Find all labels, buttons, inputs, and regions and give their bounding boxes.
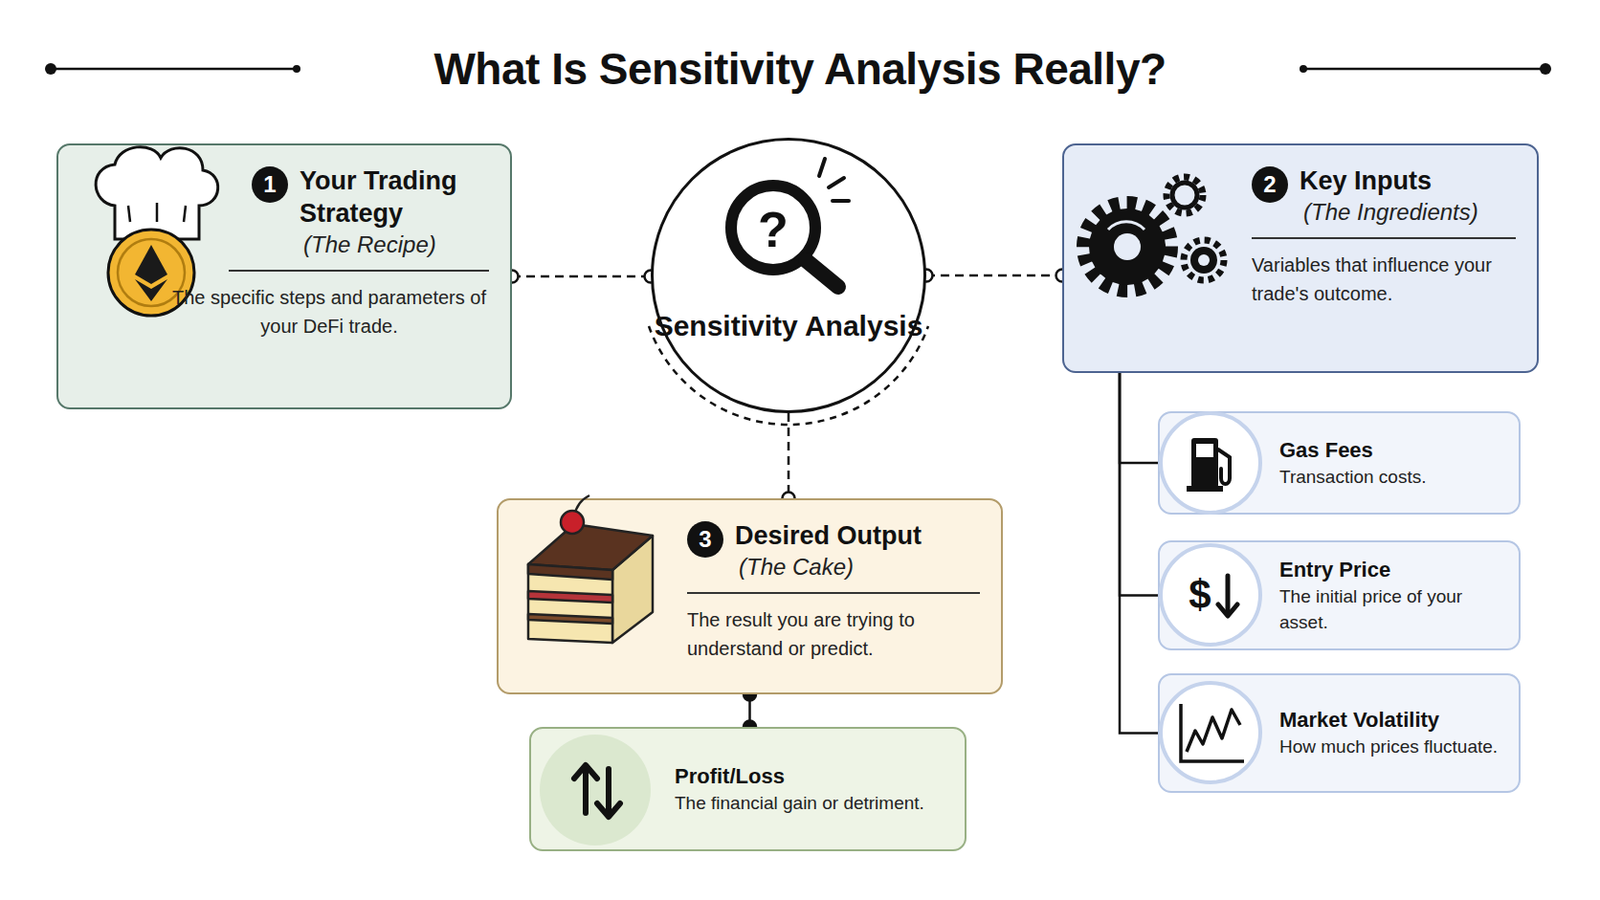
connector <box>748 694 752 728</box>
info-card: 1 Your Trading Strategy(The Recipe) The sp… <box>56 143 512 410</box>
input-item: Market VolatilityHow much prices fluctua… <box>1157 673 1521 794</box>
volatility-chart-icon <box>1160 683 1261 783</box>
item-title: Gas Fees <box>1279 437 1504 465</box>
card-header: 1 Your Trading Strategy(The Recipe) <box>77 164 489 261</box>
input-item: Gas FeesTransaction costs. <box>1157 411 1521 515</box>
item-description: How much prices fluctuate. <box>1279 733 1504 760</box>
heading-group: Key Inputs(The Ingredients) <box>1299 164 1479 228</box>
card-body: Variables that influence your trade's ou… <box>1083 250 1516 309</box>
heading-group: Your Trading Strategy(The Recipe) <box>299 164 489 261</box>
divider-rule <box>1251 237 1516 240</box>
divider-rule <box>228 269 489 272</box>
card-body: The specific steps and parameters of you… <box>77 283 489 341</box>
item-title: Entry Price <box>1279 556 1504 584</box>
connector <box>787 413 791 499</box>
item-title: Profit/Loss <box>674 763 950 791</box>
icon-glyph: $ <box>1188 575 1211 616</box>
callout-number: 3 <box>687 521 724 558</box>
center-label: Sensitivity Analysis <box>653 309 924 344</box>
card-heading: Desired Output <box>734 519 922 553</box>
ethereum-coin-icon <box>108 229 195 316</box>
callout-number: 1 <box>251 166 289 203</box>
card-subtitle: (The Recipe) <box>299 229 489 261</box>
up-down-arrows-icon <box>539 734 651 846</box>
input-item: Entry PriceThe initial price of your ass… <box>1157 540 1521 651</box>
card-header: 2 Key Inputs(The Ingredients) <box>1083 164 1516 228</box>
cake-icon <box>528 495 653 644</box>
card-subtitle: (The Cake) <box>734 552 922 583</box>
connector <box>511 275 651 279</box>
heading-group: Desired Output(The Cake) <box>734 519 922 583</box>
connector <box>1119 373 1158 464</box>
callout-number: 2 <box>1251 166 1289 203</box>
input-item: Profit/LossThe financial gain or detrime… <box>529 727 967 852</box>
card-heading: Your Trading Strategy <box>299 164 489 230</box>
connector <box>1119 373 1158 734</box>
gears-icon <box>1083 177 1224 291</box>
chef-hat-icon <box>95 147 219 240</box>
gas-pump-icon <box>1160 413 1261 513</box>
info-card: 2 Key Inputs(The Ingredients) Variables th… <box>1062 143 1539 374</box>
connector <box>1119 373 1158 597</box>
center-circle: Sensitivity Analysis <box>650 137 927 414</box>
magnifier-icon <box>731 158 849 288</box>
item-description: Transaction costs. <box>1279 464 1504 490</box>
icon-glyph: ? <box>757 204 789 255</box>
item-title: Market Volatility <box>1279 707 1504 734</box>
item-description: The initial price of your asset. <box>1279 583 1504 636</box>
page-title: What Is Sensitivity Analysis Really? <box>0 38 1600 100</box>
divider-rule <box>687 592 980 595</box>
item-description: The financial gain or detriment. <box>674 790 950 817</box>
card-subtitle: (The Ingredients) <box>1299 197 1479 228</box>
card-header: 3 Desired Output(The Cake) <box>517 519 980 583</box>
price-down-icon <box>1160 545 1261 645</box>
card-body: The result you are trying to understand … <box>517 605 980 664</box>
connector <box>926 274 1063 278</box>
card-heading: Key Inputs <box>1299 164 1479 198</box>
info-card: 3 Desired Output(The Cake) The result you … <box>496 498 1003 695</box>
